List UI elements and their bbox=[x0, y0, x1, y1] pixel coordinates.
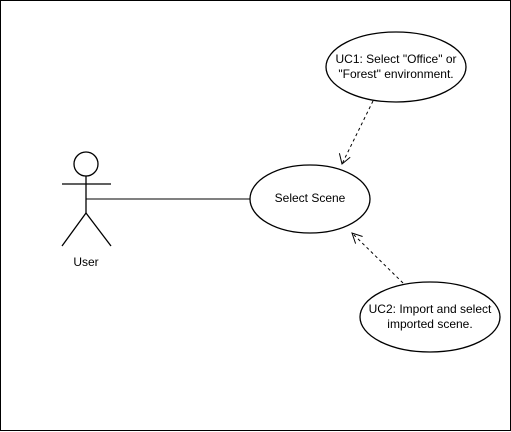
uc1-label: UC1: Select "Office" or "Forest" environ… bbox=[335, 52, 457, 81]
actor-left-leg bbox=[61, 212, 87, 247]
actor-label: User bbox=[73, 255, 99, 269]
actor-figure[interactable] bbox=[61, 151, 112, 247]
uc1-dependency-arrow bbox=[338, 100, 374, 165]
select-scene-ellipse[interactable] bbox=[249, 164, 371, 234]
actor-right-leg bbox=[85, 212, 112, 247]
uc1-ellipse[interactable] bbox=[325, 31, 467, 103]
select-scene-label: Select Scene bbox=[274, 191, 346, 205]
uc2-ellipse[interactable] bbox=[359, 281, 501, 353]
uc2-label: UC2: Import and select imported scene. bbox=[368, 302, 492, 331]
actor-head bbox=[73, 151, 99, 177]
uc2-dependency-arrow bbox=[351, 232, 404, 284]
